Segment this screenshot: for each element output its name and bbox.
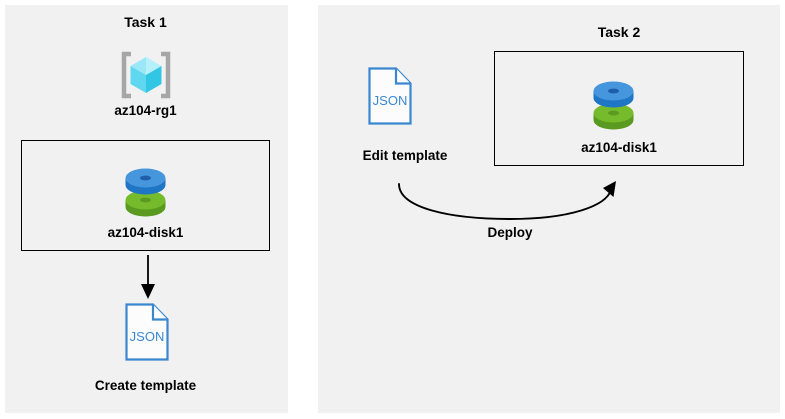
edit-template-label: Edit template [362,148,448,163]
task1-title: Task 1 [124,14,167,30]
json-document-icon: JSON [125,303,169,361]
resource-group-icon [119,50,173,100]
deploy-label: Deploy [487,225,533,240]
task1-group-box [21,140,270,251]
resource-group-label: az104-rg1 [114,103,177,118]
task2-group-box [494,51,744,166]
task1-disk-label: az104-disk1 [107,225,184,240]
task2-title: Task 2 [597,24,641,40]
svg-text:JSON: JSON [130,329,165,344]
managed-disk-icon [123,167,168,219]
svg-text:JSON: JSON [373,93,408,108]
create-template-label: Create template [94,378,197,393]
task2-disk-label: az104-disk1 [581,140,657,155]
arrow-down-icon [131,255,165,300]
managed-disk-icon [591,80,636,132]
json-document-icon: JSON [368,67,412,125]
curved-arrow-icon [390,178,630,228]
